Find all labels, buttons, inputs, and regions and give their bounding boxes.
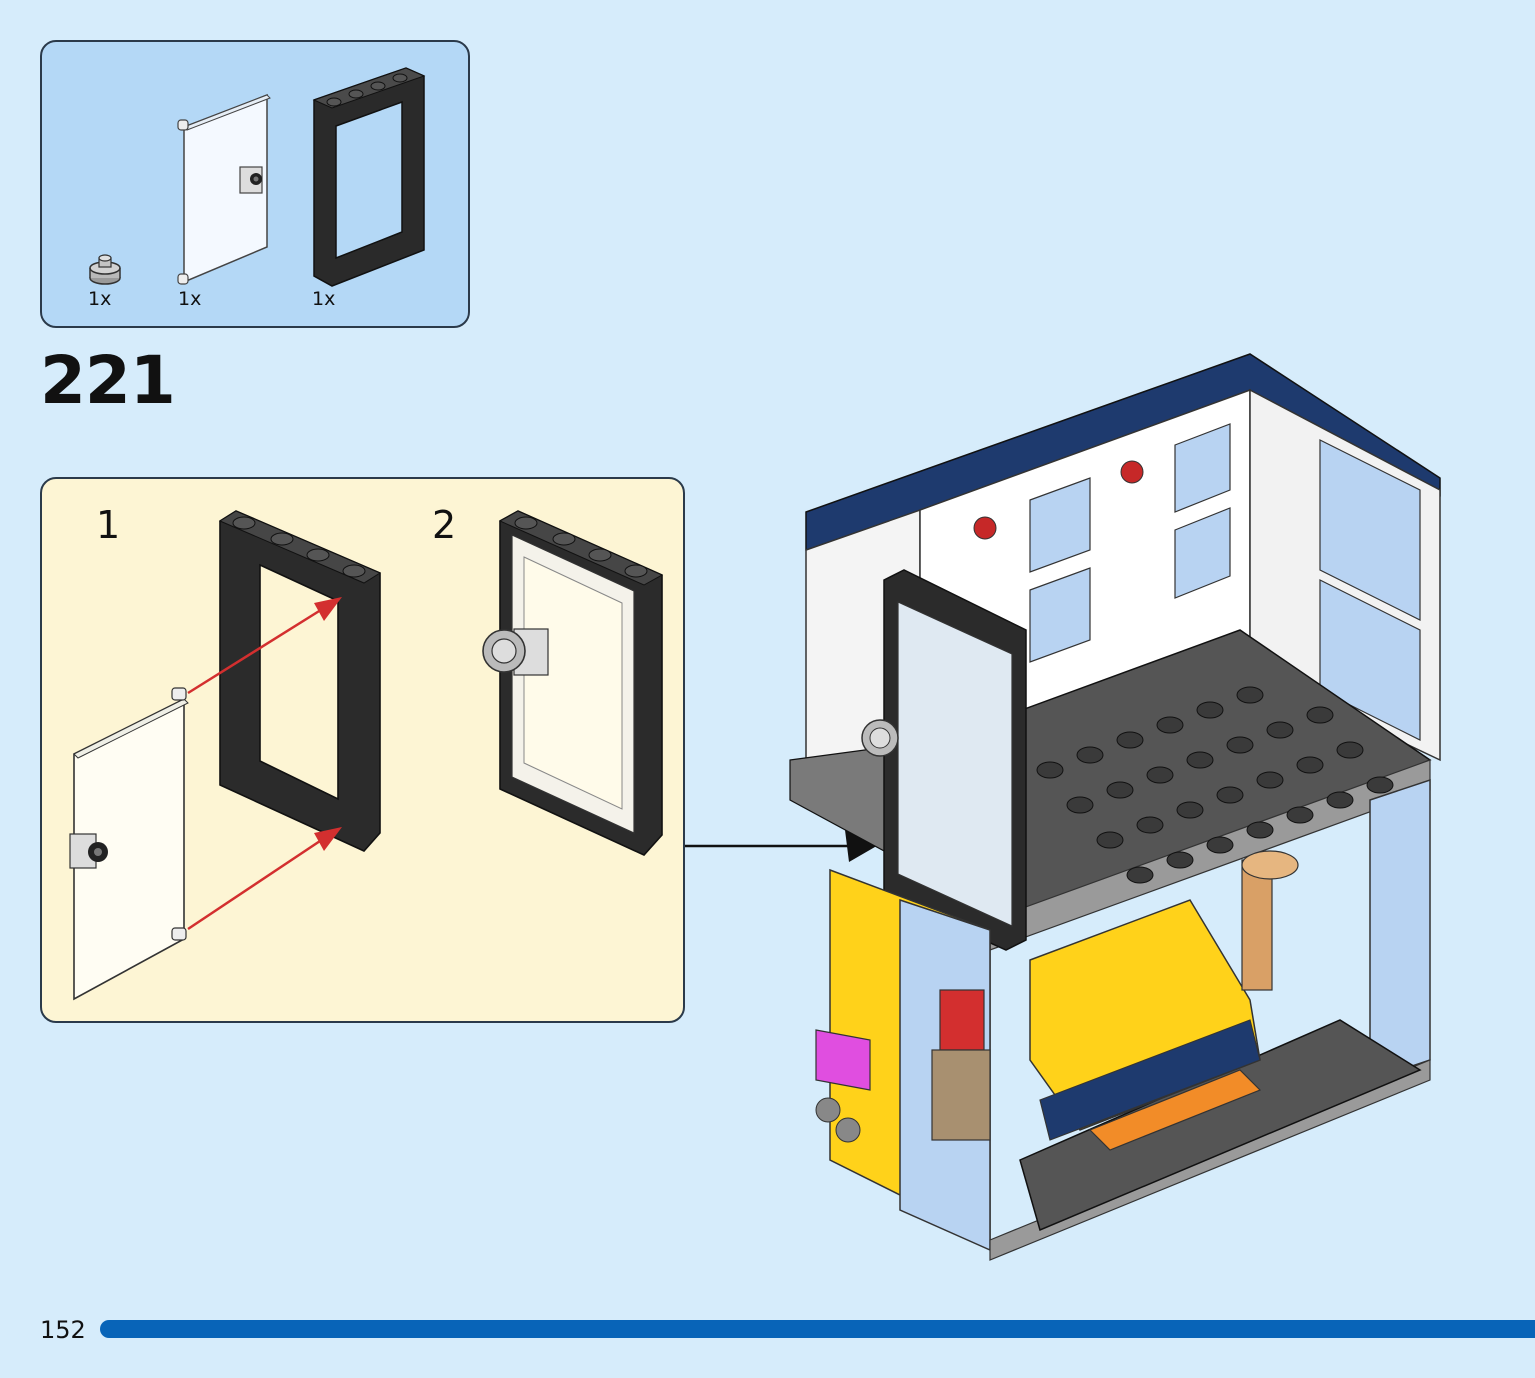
round-plate-icon bbox=[89, 254, 121, 285]
part-quantity: 1x bbox=[312, 288, 336, 310]
black-door-frame-icon bbox=[312, 67, 426, 287]
page-number: 152 bbox=[40, 1316, 86, 1344]
part-quantity: 1x bbox=[88, 288, 112, 310]
transparent-door-icon bbox=[69, 687, 189, 1001]
page-progress-bar bbox=[100, 1320, 1535, 1338]
sub-step-label: 2 bbox=[432, 503, 457, 547]
sub-step-label: 1 bbox=[96, 503, 121, 547]
black-door-frame-icon bbox=[218, 510, 382, 852]
transparent-door-icon bbox=[177, 93, 271, 285]
insertion-arrow-icon bbox=[187, 597, 342, 931]
building-model-illustration bbox=[789, 353, 1441, 1261]
assembled-door-icon bbox=[482, 510, 664, 856]
step-number: 221 bbox=[40, 342, 176, 419]
part-quantity: 1x bbox=[178, 288, 202, 310]
parts-list-panel: 1x 1x 1x bbox=[40, 40, 470, 328]
sub-assembly-panel: 1 2 bbox=[40, 477, 685, 1023]
